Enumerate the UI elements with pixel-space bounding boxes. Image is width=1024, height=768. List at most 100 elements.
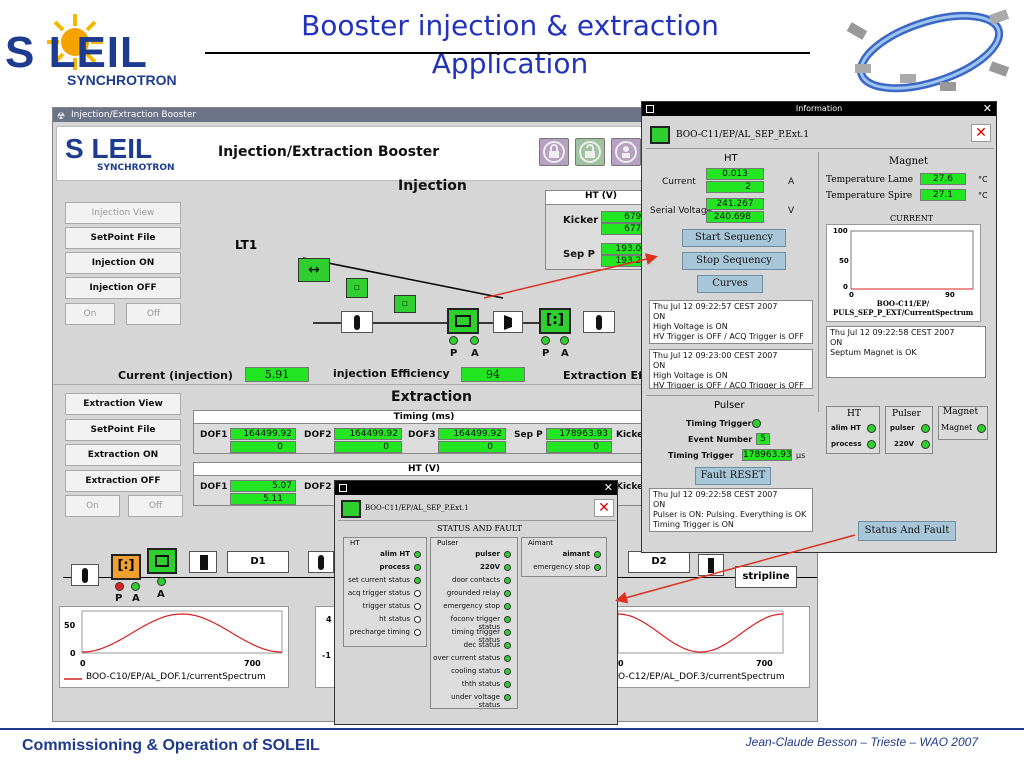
ext-septum[interactable] [147, 548, 177, 574]
d2-element[interactable]: D2 [628, 551, 690, 573]
summary-pulser-led [921, 424, 930, 433]
ext-dipole-2[interactable] [698, 554, 724, 576]
inj-dipole[interactable] [493, 311, 523, 333]
extraction-on-toggle[interactable]: On [65, 495, 120, 517]
timing-dof1-label: DOF1 [200, 430, 228, 440]
injection-ht-panel: HT (V) Kicker 6791 6777 Sep P 193.07 193… [545, 190, 656, 270]
status-close-button[interactable]: ✕ [594, 499, 614, 517]
status-ht-led [414, 590, 421, 597]
current-injection-label: Current (injection) [118, 369, 233, 382]
start-sequency-button[interactable]: Start Sequency [682, 229, 786, 247]
user-button[interactable] [611, 138, 641, 166]
timing-dof1-set[interactable]: 0 [230, 441, 296, 453]
ht-log-2[interactable]: Thu Jul 12 09:23:00 CEST 2007 ON High Vo… [649, 349, 813, 389]
injection-view-button[interactable]: Injection View [65, 202, 181, 224]
htx-dof1-set[interactable]: 5.11 [230, 493, 296, 505]
info-voltage-setpoint[interactable]: 240.698 [706, 211, 764, 223]
status-ht-label: precharge timing [349, 628, 410, 636]
d1-element[interactable]: D1 [227, 551, 289, 573]
title-rule [205, 52, 810, 54]
extraction-view-button[interactable]: Extraction View [65, 393, 181, 415]
status-pulser-label: dec status [463, 641, 500, 649]
status-titlebar[interactable]: ✕ [335, 481, 617, 495]
info-close-button[interactable]: ✕ [971, 124, 991, 142]
information-window: Information✕ BOO-C11/EP/AL_SEP_P.Ext.1 ✕… [641, 101, 997, 553]
timing-dof2-set[interactable]: 0 [334, 441, 402, 453]
dof2-y-tick-4: 4 [326, 615, 332, 624]
current-chart-title: CURRENT [890, 214, 934, 223]
stop-sequency-button[interactable]: Stop Sequency [682, 252, 786, 270]
ext-kicker-a-led [131, 582, 140, 591]
slide-title: Booster injection & extraction Applicati… [205, 8, 815, 82]
inj-kicker[interactable]: [:] [539, 308, 571, 334]
ht-log-1[interactable]: Thu Jul 12 09:22:57 CEST 2007 ON High Vo… [649, 300, 813, 344]
stripline-element[interactable]: stripline [735, 566, 797, 588]
status-close-icon[interactable]: ✕ [603, 481, 613, 494]
status-pulser-led [504, 694, 511, 701]
information-titlebar[interactable]: Information✕ [642, 102, 996, 116]
temp-spire-value: 27.1 [920, 189, 966, 201]
extraction-on-button[interactable]: Extraction ON [65, 444, 181, 466]
inj-quad-1[interactable] [341, 311, 373, 333]
timing-dof3-set[interactable]: 0 [438, 441, 506, 453]
injection-off-toggle[interactable]: Off [126, 303, 181, 325]
lt1-element-2[interactable]: □ [346, 278, 368, 298]
dof1-chart: 50 0 0 700 BOO-C10/EP/AL_DOF.1/currentSp… [59, 606, 289, 688]
status-pulser-led [504, 551, 511, 558]
inj-quad-2[interactable] [583, 311, 615, 333]
status-ht-label: process [379, 563, 410, 571]
summary-magnet-title: Magnet [943, 407, 979, 417]
info-header-divider [646, 148, 994, 149]
inj-kicker-a-led [560, 336, 569, 345]
status-window-menu-icon[interactable] [339, 484, 347, 492]
lt1-element-3[interactable]: □ [394, 295, 416, 313]
lt1-label: LT1 [235, 238, 258, 252]
current-y-tick-100: 100 [833, 227, 848, 235]
current-chart-plot [850, 230, 974, 290]
extraction-off-button[interactable]: Extraction OFF [65, 470, 181, 492]
status-ht-led [414, 603, 421, 610]
injection-on-toggle[interactable]: On [65, 303, 115, 325]
kicker-label: Kicker [563, 215, 599, 226]
main-window-titlebar[interactable]: ☢ Injection/Extraction Booster [53, 108, 817, 122]
ext-quad-1[interactable] [71, 564, 99, 586]
curves-button[interactable]: Curves [697, 275, 763, 293]
ext-dipole[interactable] [189, 551, 217, 573]
status-pulser-led [504, 577, 511, 584]
ext-kicker[interactable]: [:] [111, 554, 141, 580]
window-menu-icon[interactable] [646, 105, 654, 113]
inj-setpoint-file-button[interactable]: SetPoint File [65, 227, 181, 249]
ext-quad-2[interactable] [308, 551, 334, 573]
ext-a-label: A [132, 593, 140, 604]
current-injection-value: 5.91 [245, 367, 309, 382]
status-and-fault-button[interactable]: Status And Fault [858, 521, 956, 541]
status-pulser-label: timing trigger status [451, 628, 500, 644]
timing-dof2-label: DOF2 [304, 430, 332, 440]
extraction-off-toggle[interactable]: Off [128, 495, 183, 517]
summary-ht-title: HT [847, 409, 861, 419]
lock-button[interactable] [539, 138, 569, 166]
synchrotron-ring-image [846, 9, 1010, 93]
info-voltage-value: 241.267 [706, 198, 764, 210]
information-close-icon[interactable]: ✕ [982, 102, 992, 115]
timing-sepp-set[interactable]: 0 [546, 441, 612, 453]
inj-septum[interactable] [447, 308, 479, 334]
fault-reset-button[interactable]: Fault RESET [695, 467, 771, 485]
injection-on-button[interactable]: Injection ON [65, 252, 181, 274]
lt1-element-arrows[interactable]: ↔ [298, 258, 330, 282]
unlock-button[interactable] [575, 138, 605, 166]
info-current-setpoint[interactable]: 2 [706, 181, 764, 193]
magnet-log[interactable]: Thu Jul 12 09:22:58 CEST 2007 ON Septum … [826, 326, 986, 378]
injection-efficiency-label: injection Efficiency [333, 367, 450, 380]
info-ht-title: HT [724, 153, 738, 164]
injection-off-button[interactable]: Injection OFF [65, 277, 181, 299]
ext-setpoint-file-button[interactable]: SetPoint File [65, 419, 181, 441]
pulser-log[interactable]: Thu Jul 12 09:22:58 CEST 2007 ON Pulser … [649, 488, 813, 532]
temp-lame-label: Temperature Lame [826, 175, 914, 185]
summary-ht-box: HT alim HT process [826, 406, 880, 454]
status-aimant-label: aimant [562, 550, 590, 558]
status-pulser-led [504, 603, 511, 610]
status-pulser-label: pulser [475, 550, 500, 558]
status-ht-led [414, 629, 421, 636]
